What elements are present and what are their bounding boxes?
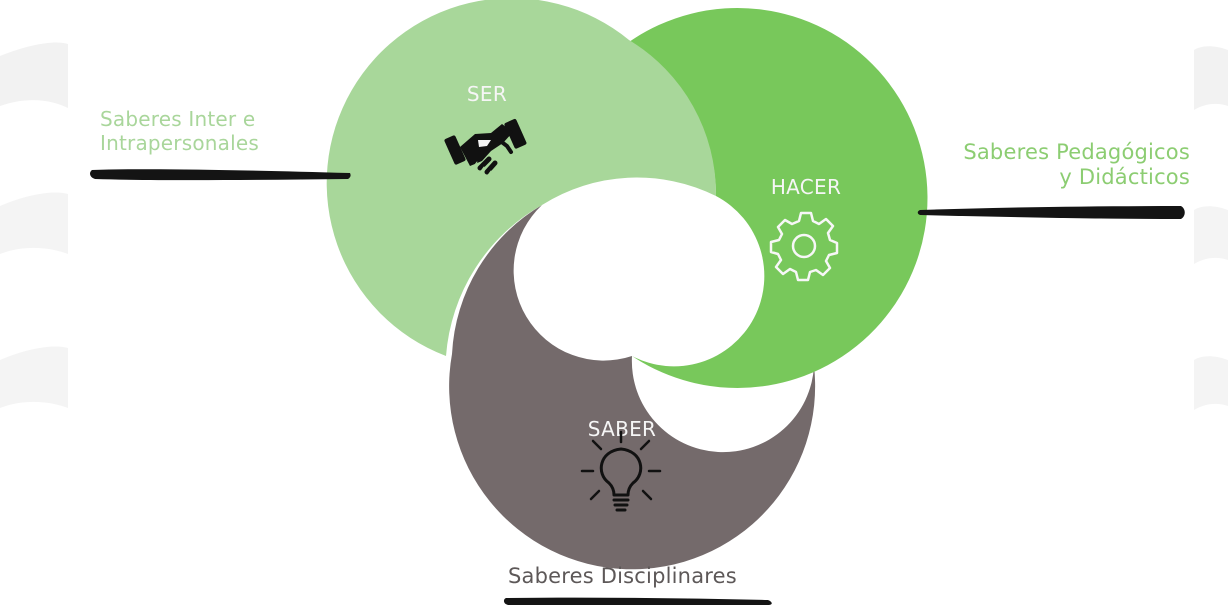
ser-caption: Saberes Inter e Intrapersonales (100, 107, 259, 155)
hacer-caption-underline (917, 206, 1185, 219)
hacer-caption-line-1: Saberes Pedagógicos (963, 140, 1190, 164)
handshake-icon (444, 119, 527, 176)
ser-caption-line-1: Saberes Inter e (100, 107, 256, 131)
ser-caption-line-2: Intrapersonales (100, 130, 259, 155)
ser-segment (326, 0, 717, 356)
hacer-caption: Saberes Pedagógicos y Didácticos (963, 140, 1190, 190)
hacer-segment (629, 7, 928, 388)
hacer-caption-line-2: y Didácticos (1059, 164, 1190, 189)
saber-segment (449, 205, 816, 570)
ser-label: SER (467, 82, 507, 106)
background-faint-shapes (0, 42, 1228, 410)
hacer-label: HACER (771, 175, 841, 199)
saber-caption-line-1: Saberes Disciplinares (508, 564, 737, 588)
gear-icon (769, 211, 839, 282)
saber-caption: Saberes Disciplinares (508, 564, 737, 589)
lightbulb-icon (580, 430, 662, 512)
saber-caption-underline (503, 597, 772, 605)
ser-caption-underline (90, 169, 351, 181)
